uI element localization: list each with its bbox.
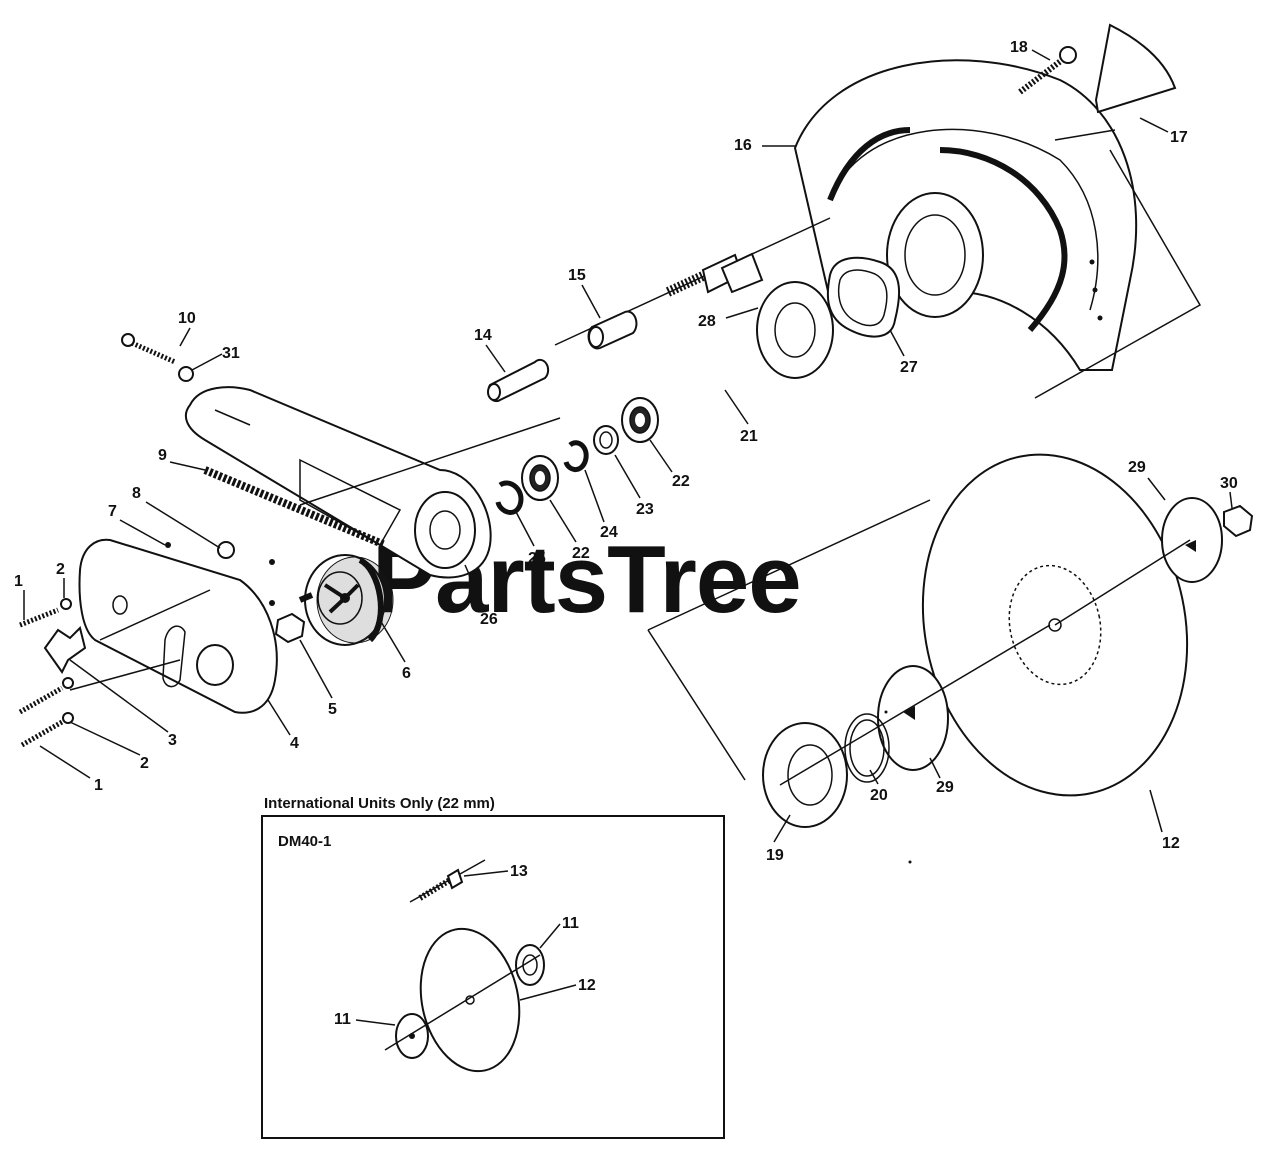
guard-handle <box>1054 23 1177 141</box>
inset-model: DM40-1 <box>278 833 331 850</box>
drive-arm <box>184 386 492 579</box>
label-24: 24 <box>600 524 618 541</box>
arbor-shaft <box>665 252 764 297</box>
inset-label-13: 13 <box>510 863 528 880</box>
label-6: 6 <box>402 665 411 682</box>
knob <box>43 626 87 674</box>
label-26: 26 <box>480 611 498 628</box>
snap-ring-20 <box>844 713 890 783</box>
label-17: 17 <box>1170 129 1188 146</box>
inset-arbor-bolt <box>409 859 486 903</box>
retaining-ring-24 <box>563 440 589 472</box>
label-12: 12 <box>1162 835 1180 852</box>
label-31: 31 <box>222 345 240 362</box>
pulley-nut <box>274 592 314 644</box>
label-leaders <box>23 49 1233 843</box>
label-29-right: 29 <box>1128 459 1146 476</box>
label-2-bottom: 2 <box>140 755 149 772</box>
belt-cover <box>78 538 278 714</box>
inset-washer-right <box>515 944 545 986</box>
label-22-right: 22 <box>672 473 690 490</box>
inset-label-11-left: 11 <box>334 1011 351 1028</box>
label-22-left: 22 <box>572 545 590 562</box>
small-parts <box>165 541 275 606</box>
cover-screws <box>18 598 74 748</box>
inner-spacer <box>593 425 619 455</box>
label-20: 20 <box>870 787 888 804</box>
pulley <box>304 554 394 646</box>
label-23: 23 <box>636 501 654 518</box>
spacer-tube <box>487 358 550 403</box>
arm-bolt <box>121 333 194 382</box>
label-4: 4 <box>290 735 299 752</box>
part-labels: 1 2 3 4 5 6 7 8 9 10 31 2 1 14 15 16 17 … <box>14 39 1238 864</box>
label-19: 19 <box>766 847 784 864</box>
gasket <box>826 256 901 338</box>
label-8: 8 <box>132 485 141 502</box>
inset-label-11-right: 11 <box>562 915 579 932</box>
label-21: 21 <box>740 428 758 445</box>
blade-nut <box>1223 504 1254 538</box>
label-29-lower: 29 <box>936 779 954 796</box>
inset-label-12: 12 <box>578 977 596 994</box>
inset-washer-left <box>395 1013 429 1059</box>
label-18: 18 <box>1010 39 1028 56</box>
flange-washer-28 <box>756 281 834 379</box>
label-9: 9 <box>158 447 167 464</box>
label-5: 5 <box>328 701 337 718</box>
international-inset: International Units Only (22 mm) DM40-1 … <box>261 795 725 1139</box>
label-27: 27 <box>900 359 918 376</box>
bearing-left <box>521 455 559 501</box>
label-7: 7 <box>108 503 117 520</box>
label-1-top: 1 <box>14 573 23 590</box>
inset-heading: International Units Only (22 mm) <box>264 795 495 812</box>
bearing-right <box>621 397 659 443</box>
label-15: 15 <box>568 267 586 284</box>
inset-blade <box>419 927 521 1073</box>
label-3: 3 <box>168 732 177 749</box>
guard-screw <box>1018 46 1077 95</box>
label-14: 14 <box>474 327 492 344</box>
label-28: 28 <box>698 313 716 330</box>
retaining-ring-25 <box>495 480 524 515</box>
label-2-top: 2 <box>56 561 65 578</box>
label-1-bottom: 1 <box>94 777 103 794</box>
belt <box>203 466 387 549</box>
label-30: 30 <box>1220 475 1238 492</box>
label-16: 16 <box>734 137 752 154</box>
outer-flange-right <box>1161 497 1223 583</box>
label-10: 10 <box>178 310 196 327</box>
label-25: 25 <box>528 550 546 567</box>
flange-washer-19 <box>762 722 848 828</box>
sleeve <box>587 310 638 350</box>
